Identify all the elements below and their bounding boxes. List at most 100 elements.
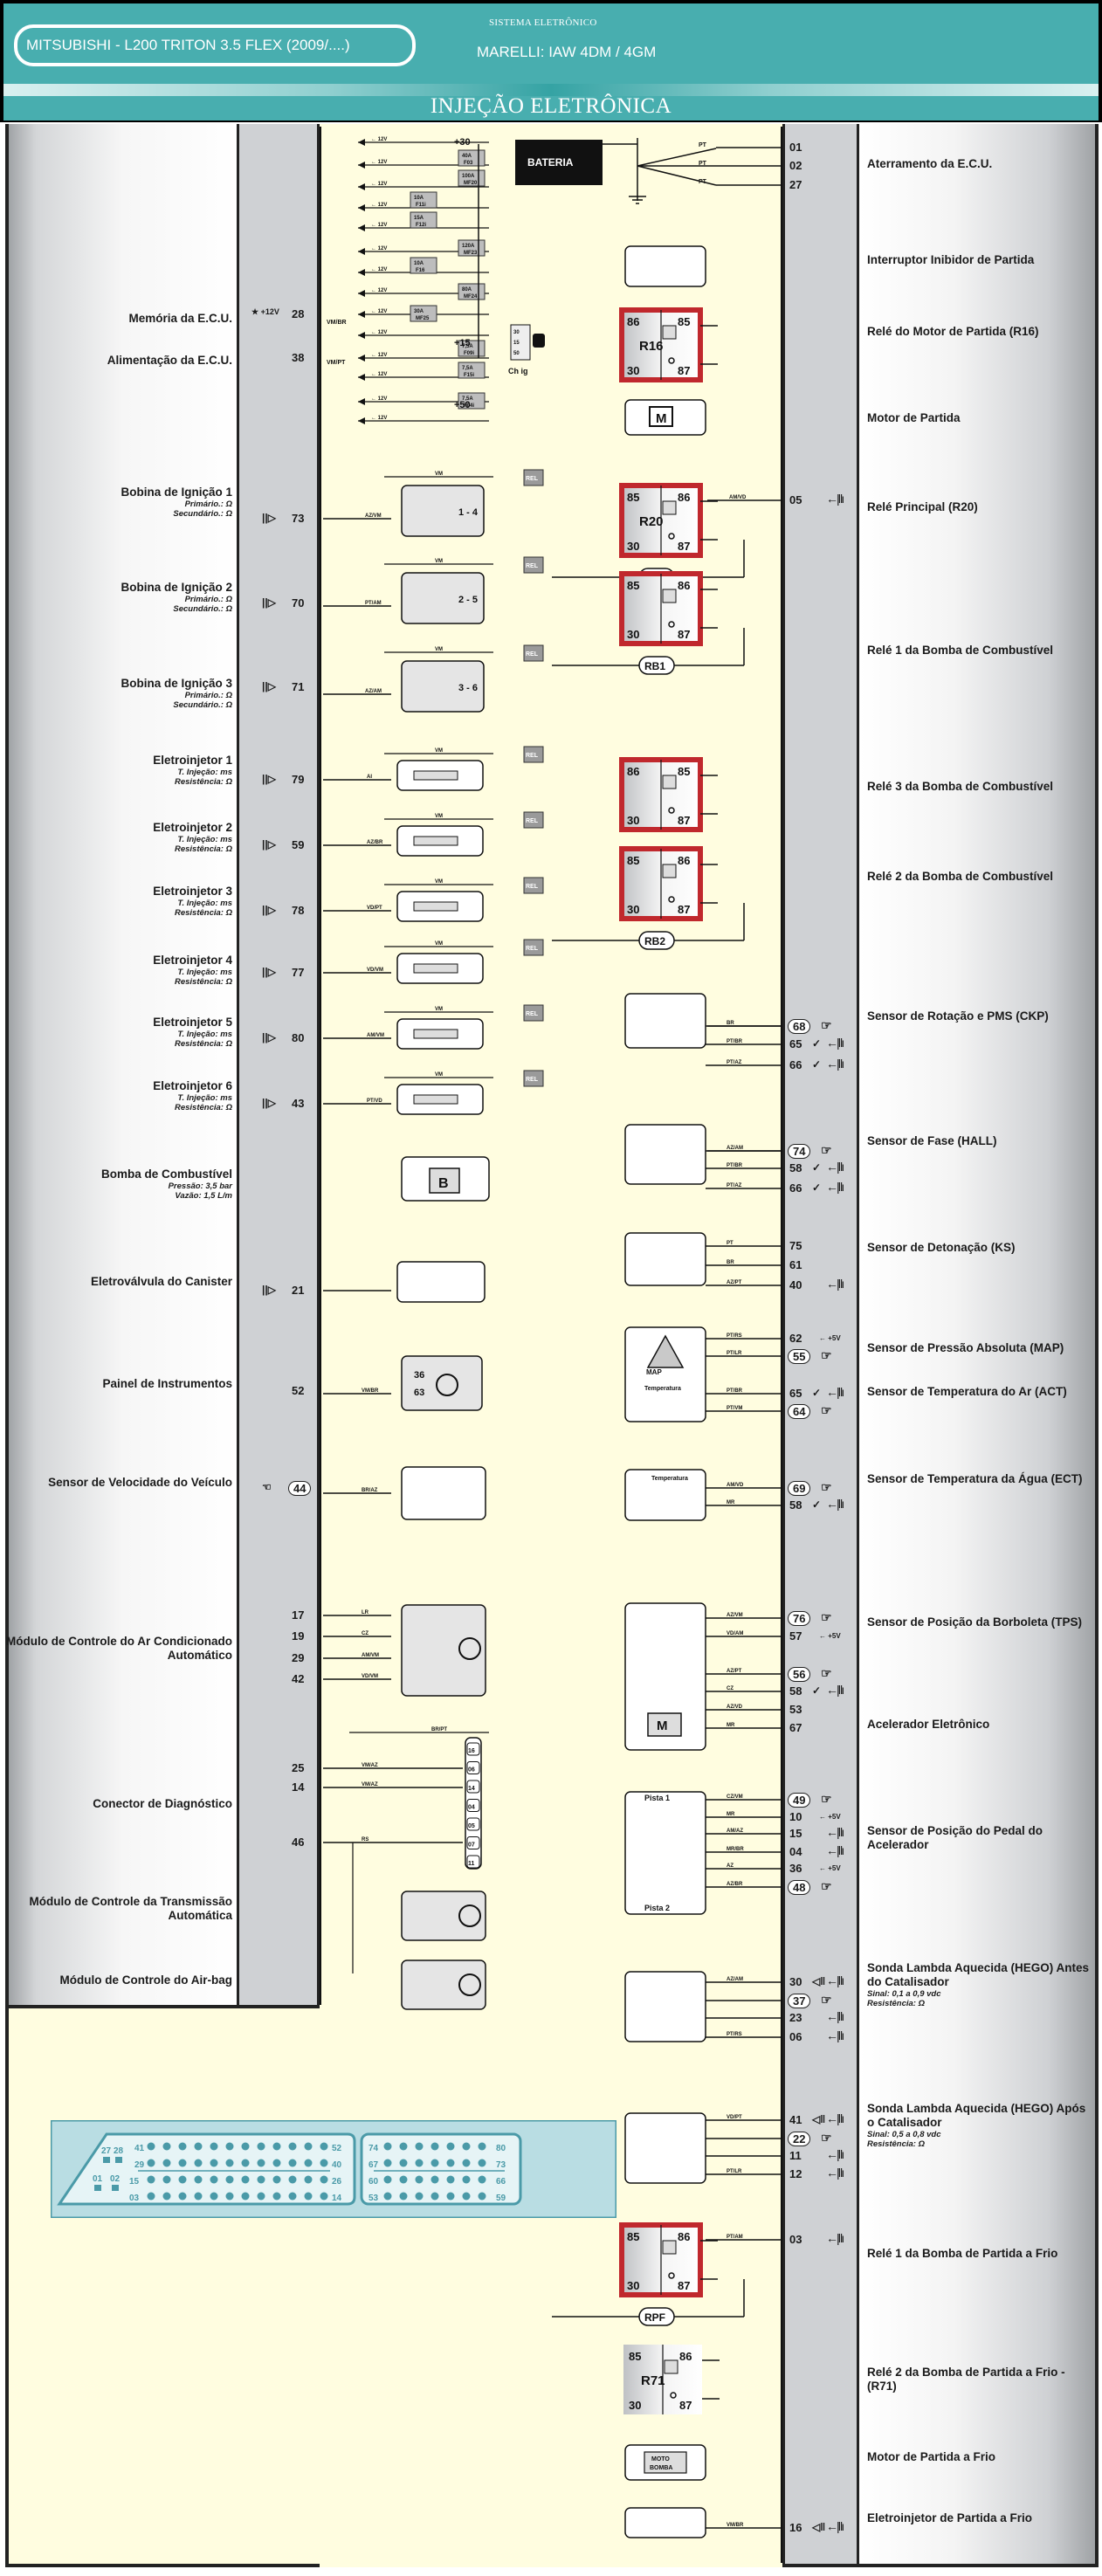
connector-pin xyxy=(257,2192,265,2201)
ecu-pin-61: 61 xyxy=(789,1258,802,1271)
connector-pin xyxy=(288,2142,297,2151)
component-name: Sensor de Posição da Borboleta (TPS) xyxy=(867,1615,1083,1629)
component-spec: Resistência: Ω xyxy=(174,1039,232,1049)
connector-pin xyxy=(304,2175,313,2184)
right-label-sensor-de-pressao-absoluta-map: Sensor de Pressão Absoluta (MAP) xyxy=(867,1341,1096,1355)
component-spec: T. Injeção: ms xyxy=(177,1030,232,1039)
connector-pin xyxy=(225,2142,234,2151)
connector-pin xyxy=(430,2142,439,2151)
plus5v-supply-icon: ← +5V xyxy=(819,1813,841,1821)
connector-pin xyxy=(383,2175,392,2184)
component-spec: T. Injeção: ms xyxy=(177,1093,232,1103)
header: MITSUBISHI - L200 TRITON 3.5 FLEX (2009/… xyxy=(0,0,1102,122)
connector-pin xyxy=(272,2142,281,2151)
connector-pin xyxy=(446,2159,455,2167)
connector-pin xyxy=(383,2142,392,2151)
connector-pin-label: 14 xyxy=(332,2194,342,2203)
right-label-eletroinjetor-de-partida-a-frio: Eletroinjetor de Partida a Frio xyxy=(867,2511,1096,2525)
component-spec: Primário.: Ω xyxy=(184,499,232,509)
connector-pin xyxy=(478,2175,486,2184)
ecu-pin-74: 74 xyxy=(788,1144,811,1159)
connector-power-pin xyxy=(103,2157,110,2163)
check-icon: ✓ xyxy=(812,1058,822,1071)
ecu-pin-59: 59 xyxy=(292,838,305,851)
plus5v-supply-icon: ← +5V xyxy=(819,1632,841,1640)
pulse-output-icon: ||▷ xyxy=(262,1097,276,1109)
connector-pin xyxy=(178,2159,187,2167)
ecu-pin-58: 58 xyxy=(789,1161,802,1174)
ecu-pin-75: 75 xyxy=(789,1239,802,1252)
connector-pin xyxy=(210,2142,218,2151)
check-icon: ✓ xyxy=(812,1498,822,1511)
connector-pin xyxy=(178,2192,187,2201)
ecu-pin-38: 38 xyxy=(292,351,305,364)
vehicle-title: MITSUBISHI - L200 TRITON 3.5 FLEX (2009/… xyxy=(14,24,416,66)
right-label-interruptor-inibidor-de-partida: Interruptor Inibidor de Partida xyxy=(867,253,1096,267)
component-spec: Resistência: Ω xyxy=(867,1999,926,2008)
connector-pin xyxy=(194,2192,203,2201)
component-spec: Vazão: 1,5 L/m xyxy=(175,1191,232,1201)
ecu-pin-41: 41 xyxy=(789,2113,802,2126)
connector-pin xyxy=(320,2142,328,2151)
component-spec: Secundário.: Ω xyxy=(173,604,232,614)
component-spec: Secundário.: Ω xyxy=(173,509,232,519)
ground-icon: ←|‖ı xyxy=(826,2147,844,2161)
ecu-pin-43: 43 xyxy=(292,1097,305,1110)
connector-pin xyxy=(446,2142,455,2151)
connector-pin xyxy=(304,2142,313,2151)
ecu-pin-10: 10 xyxy=(789,1810,802,1823)
ground-icon: ←|‖ı xyxy=(826,2166,844,2180)
component-spec: T. Injeção: ms xyxy=(177,899,232,908)
connector-pin xyxy=(462,2175,471,2184)
component-spec: Sinal: 0,5 a 0,8 vdc xyxy=(867,2130,941,2139)
pointing-hand-icon: ☞ xyxy=(821,1666,832,1680)
ecu-pin-55: 55 xyxy=(788,1349,811,1364)
ground-icon: ←|‖ı xyxy=(826,1973,844,1987)
component-name: Sensor de Detonação (KS) xyxy=(867,1241,1016,1254)
connector-pin xyxy=(147,2192,155,2201)
connector-pin xyxy=(241,2142,250,2151)
connector-pin xyxy=(446,2192,455,2201)
ecu-pin-52: 52 xyxy=(292,1384,305,1397)
connector-pin xyxy=(194,2159,203,2167)
connector-pin xyxy=(241,2175,250,2184)
connector-pin xyxy=(478,2159,486,2167)
component-spec: Sinal: 0,1 a 0,9 vdc xyxy=(867,1989,941,1999)
pointing-hand-icon: ☞ xyxy=(821,1143,832,1157)
connector-pin xyxy=(194,2175,203,2184)
pointing-hand-icon: ☞ xyxy=(821,2131,832,2145)
right-label-rele-principal-r20: Relé Principal (R20) xyxy=(867,500,1096,514)
pointing-hand-icon: ☞ xyxy=(821,1018,832,1032)
ecu-pin-19: 19 xyxy=(292,1629,305,1643)
right-label-sensor-de-temperatura-do-ar-act: Sensor de Temperatura do Ar (ACT) xyxy=(867,1385,1096,1399)
component-name: Eletroinjetor 4 xyxy=(153,954,232,967)
connector-pin xyxy=(241,2159,250,2167)
component-name: Memória da E.C.U. xyxy=(128,312,232,325)
component-spec: Resistência: Ω xyxy=(174,844,232,854)
connector-pin xyxy=(399,2192,408,2201)
left-label-sensor-de-velocidade-do-veiculo: Sensor de Velocidade do Veículo xyxy=(5,1476,232,1490)
ecu-pin-28: 28 xyxy=(292,307,305,320)
left-label-memoria-da-e-c-u: Memória da E.C.U. xyxy=(5,312,232,326)
ecu-pin-02: 02 xyxy=(789,159,802,172)
connector-pin-label: 27 xyxy=(101,2146,112,2156)
plus5v-supply-icon: ← +5V xyxy=(819,1334,841,1342)
ground-icon: ←|‖ı xyxy=(826,2111,844,2125)
component-name: Eletroinjetor 5 xyxy=(153,1016,232,1029)
connector-pin xyxy=(162,2142,171,2151)
ground-icon: ←|‖ı xyxy=(826,1825,844,1839)
component-name: Módulo de Controle do Air-bag xyxy=(59,1973,232,1987)
ecu-pin-46: 46 xyxy=(292,1836,305,1849)
pointing-hand-icon: ☞ xyxy=(821,1403,832,1417)
component-name: Relé Principal (R20) xyxy=(867,500,978,513)
check-icon: ✓ xyxy=(812,1181,822,1194)
connector-pin xyxy=(272,2175,281,2184)
right-label-sensor-de-temperatura-da-agua-ect: Sensor de Temperatura da Água (ECT) xyxy=(867,1472,1096,1486)
ecu-pin-48: 48 xyxy=(788,1880,811,1895)
left-label-eletrovalvula-do-canister: Eletroválvula do Canister xyxy=(5,1275,232,1289)
right-label-sensor-de-posicao-do-pedal-do-acelerador: Sensor de Posição do Pedal do Acelerador xyxy=(867,1824,1096,1852)
